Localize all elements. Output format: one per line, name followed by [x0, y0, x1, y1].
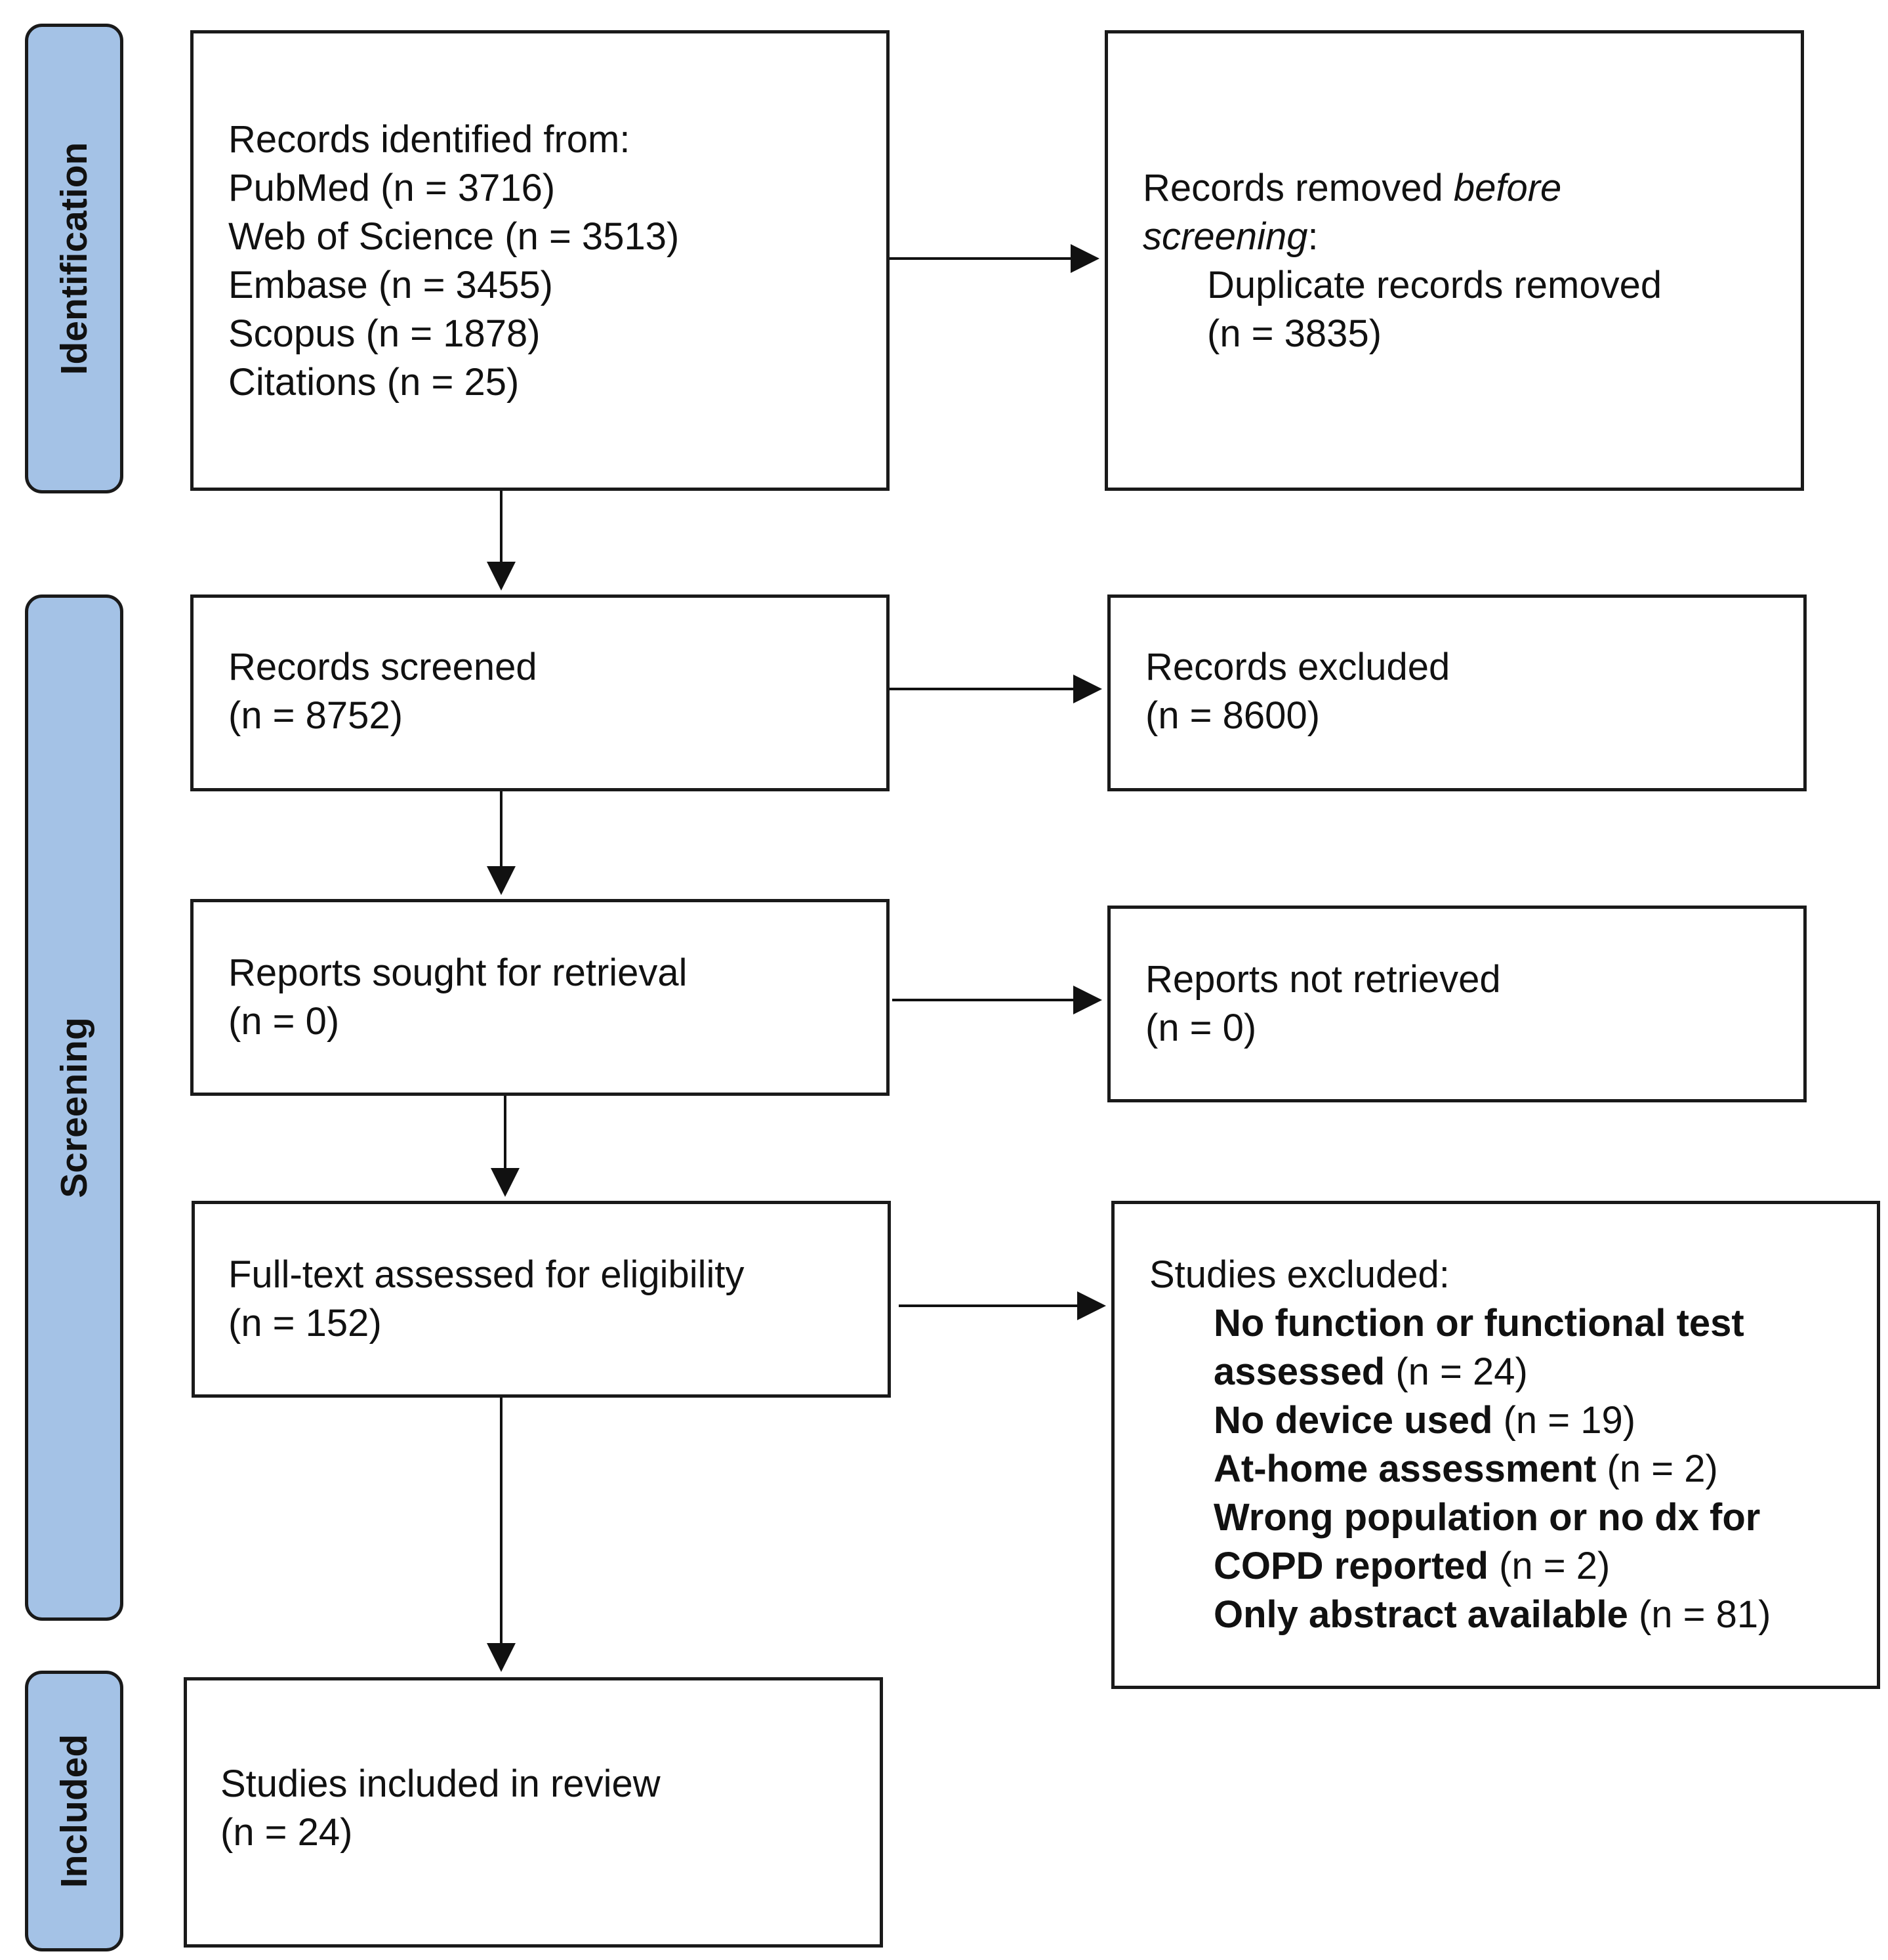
records-excluded-count: (n = 8600): [1145, 694, 1321, 737]
exclusion-reason-5-text: Only abstract available: [1214, 1593, 1628, 1636]
records-excluded-label: Records excluded: [1145, 646, 1450, 688]
exclusion-reason-2: No device used (n = 19): [1149, 1396, 1771, 1445]
records-excluded-box: [1107, 594, 1807, 791]
exclusion-reason-2-text: No device used: [1214, 1399, 1493, 1442]
exclusion-reason-3-count: (n = 2): [1596, 1448, 1718, 1490]
records-removed-text-a: Records removed: [1143, 167, 1454, 209]
arrowhead-down-4: [487, 1643, 516, 1672]
records-removed-screening: screening: [1143, 215, 1308, 258]
reports-sought-text: Reports sought for retrieval (n = 0): [228, 949, 687, 1046]
records-screened-label: Records screened: [228, 646, 537, 688]
reports-sought-label: Reports sought for retrieval: [228, 951, 687, 994]
arrowhead-down-2: [487, 866, 516, 895]
records-screened-box: [190, 594, 890, 791]
exclusion-reason-1b-text: assessed: [1214, 1350, 1385, 1393]
records-removed-line2: screening:: [1143, 213, 1662, 261]
exclusion-reason-4a: Wrong population or no dx for: [1149, 1493, 1771, 1542]
records-removed-text: Records removed before screening: Duplic…: [1143, 164, 1662, 358]
reports-sought-box: [190, 899, 890, 1096]
exclusion-reason-3: At-home assessment (n = 2): [1149, 1445, 1771, 1493]
studies-excluded-box: [1111, 1201, 1880, 1689]
reports-not-retrieved-label: Reports not retrieved: [1145, 958, 1501, 1001]
reports-sought-count: (n = 0): [228, 1000, 340, 1043]
duplicate-records-label: Duplicate records removed: [1207, 264, 1662, 306]
full-text-assessed-box: [192, 1201, 891, 1398]
records-identified-box: [190, 30, 890, 491]
studies-included-box: [184, 1677, 883, 1948]
source-scopus: Scopus (n = 1878): [228, 312, 541, 355]
records-removed-colon: :: [1307, 215, 1319, 258]
studies-included-label: Studies included in review: [220, 1762, 661, 1805]
full-text-assessed-label: Full-text assessed for eligibility: [228, 1253, 745, 1296]
studies-excluded-text: Studies excluded: No function or functio…: [1149, 1251, 1771, 1639]
exclusion-reason-3-text: At-home assessment: [1214, 1448, 1597, 1490]
reports-not-retrieved-box: [1107, 906, 1807, 1102]
full-text-assessed-count: (n = 152): [228, 1302, 382, 1345]
reports-not-retrieved-count: (n = 0): [1145, 1007, 1257, 1049]
records-removed-line1: Records removed before: [1143, 164, 1662, 213]
phase-included: Included: [25, 1671, 123, 1951]
exclusion-reason-2-count: (n = 19): [1492, 1399, 1636, 1442]
source-citations: Citations (n = 25): [228, 361, 520, 404]
exclusion-reason-5-count: (n = 81): [1628, 1593, 1771, 1636]
arrowhead-down-1: [487, 562, 516, 591]
arrowhead-down-3: [491, 1168, 520, 1197]
records-screened-text: Records screened (n = 8752): [228, 643, 537, 740]
records-identified-heading: Records identified from:: [228, 118, 630, 161]
source-web-of-science: Web of Science (n = 3513): [228, 215, 680, 258]
arrowhead-right-1: [1071, 244, 1099, 273]
studies-excluded-heading: Studies excluded:: [1149, 1253, 1450, 1296]
source-pubmed: PubMed (n = 3716): [228, 167, 556, 209]
phase-screening: Screening: [25, 594, 123, 1621]
exclusion-reason-4b: COPD reported (n = 2): [1149, 1542, 1771, 1591]
records-removed-before: before: [1453, 167, 1562, 209]
arrowhead-right-2: [1073, 675, 1102, 703]
records-screened-count: (n = 8752): [228, 694, 403, 737]
records-identified-text: Records identified from: PubMed (n = 371…: [228, 115, 679, 407]
source-embase: Embase (n = 3455): [228, 264, 553, 306]
studies-included-count: (n = 24): [220, 1811, 353, 1854]
exclusion-reason-1-count: (n = 24): [1385, 1350, 1528, 1393]
arrowhead-right-3: [1073, 986, 1102, 1014]
records-removed-box: [1105, 30, 1804, 491]
duplicate-records-count: (n = 3835): [1207, 312, 1382, 355]
phase-identification: Identification: [25, 24, 123, 493]
exclusion-reason-4a-text: Wrong population or no dx for: [1214, 1496, 1761, 1539]
exclusion-reason-4b-text: COPD reported: [1214, 1545, 1488, 1587]
exclusion-reason-1a-text: No function or functional test: [1214, 1302, 1744, 1345]
arrowhead-right-4: [1077, 1291, 1106, 1320]
records-excluded-text: Records excluded (n = 8600): [1145, 643, 1450, 740]
studies-included-text: Studies included in review (n = 24): [220, 1760, 661, 1857]
exclusion-reason-5: Only abstract available (n = 81): [1149, 1591, 1771, 1639]
exclusion-reason-1b: assessed (n = 24): [1149, 1348, 1771, 1396]
full-text-assessed-text: Full-text assessed for eligibility (n = …: [228, 1251, 745, 1348]
exclusion-reason-1a: No function or functional test: [1149, 1299, 1771, 1348]
reports-not-retrieved-text: Reports not retrieved (n = 0): [1145, 955, 1501, 1053]
exclusion-reason-4-count: (n = 2): [1488, 1545, 1611, 1587]
